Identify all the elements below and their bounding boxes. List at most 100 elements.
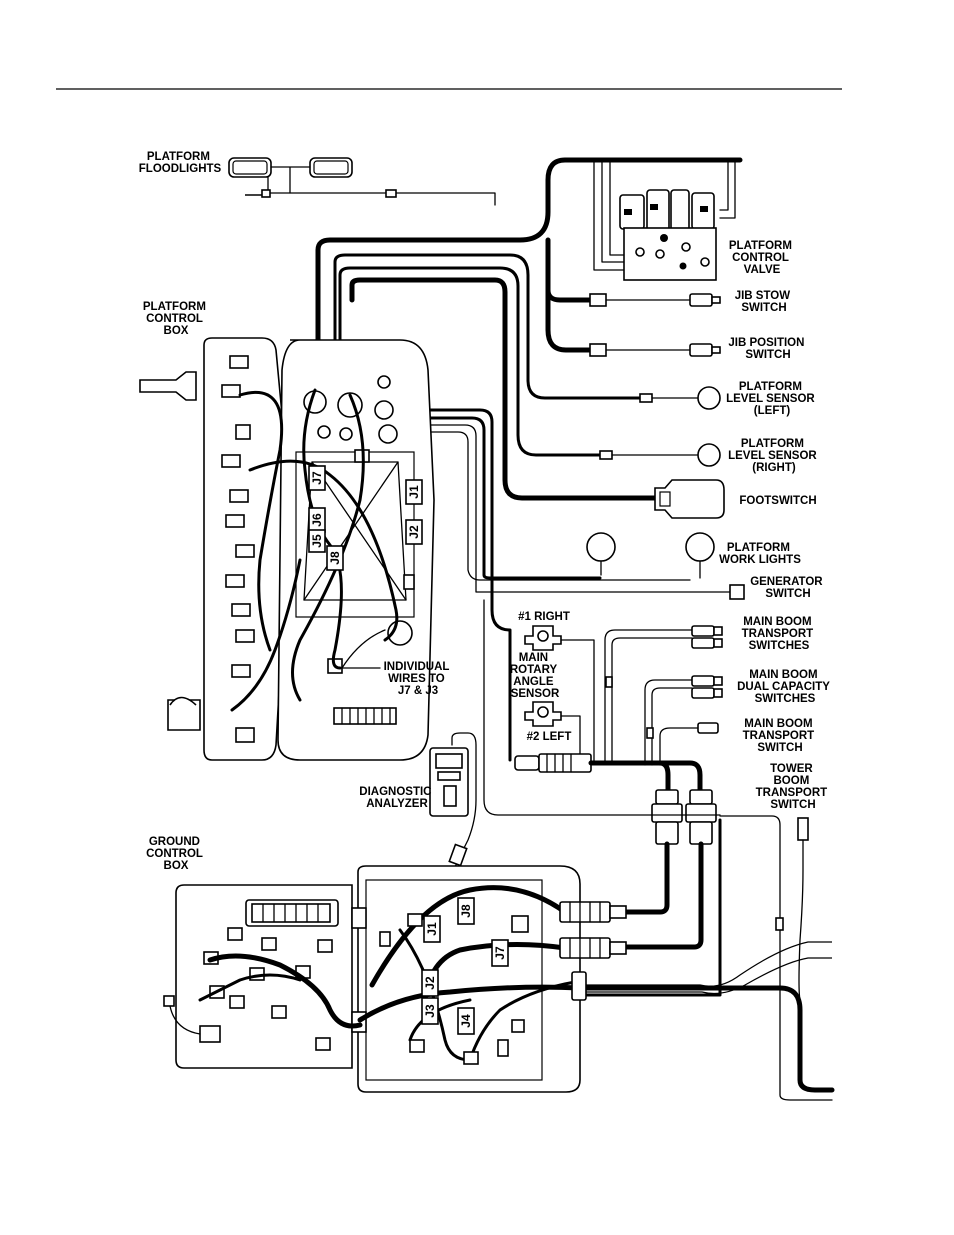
platform-control-box — [139, 337, 435, 761]
label-line: PLATFORM — [143, 301, 206, 313]
rotary-angle-sensors — [514, 625, 703, 793]
tower-boom-switch-device — [719, 815, 833, 1101]
label-main-boom-transport-switch: MAIN BOOM TRANSPORT SWITCH — [743, 718, 818, 754]
label-line: INDIVIDUAL — [384, 661, 450, 673]
label-line: TRANSPORT — [756, 787, 828, 799]
ground-control-box — [163, 865, 627, 1093]
generator-switch-device — [729, 584, 745, 600]
chassis-harness — [577, 818, 835, 1093]
label-line: SWITCH — [770, 799, 815, 811]
label-line: PLATFORM — [739, 381, 802, 393]
label-line: SWITCHES — [749, 640, 810, 652]
ground-connector-labels: J8 J1 J7 J2 J3 J4 — [421, 897, 509, 1035]
label-platform-control-box: PLATFORM CONTROL BOX — [143, 301, 209, 337]
ground-conn-label: J8 — [459, 904, 473, 918]
label-line: ROTARY — [510, 664, 558, 676]
label-platform-control-valve: PLATFORM CONTROL VALVE — [729, 240, 795, 276]
platform-connector-labels: J7 J6 J5 J8 J1 J2 — [308, 465, 423, 571]
label-individual-wires: INDIVIDUAL WIRES TO J7 & J3 — [384, 661, 453, 697]
label-tower-boom-transport-switch: TOWER BOOM TRANSPORT SWITCH — [756, 763, 831, 811]
level-sensors — [599, 386, 721, 467]
label-diagnostic-analyzer: DIAGNOSTIC ANALYZER — [359, 786, 434, 810]
label-footswitch: FOOTSWITCH — [739, 495, 816, 507]
label-ground-control-box: GROUND CONTROL BOX — [146, 836, 206, 872]
platform-main-harness — [315, 157, 743, 762]
label-line: J7 & J3 — [398, 685, 438, 697]
label-line: TRANSPORT — [743, 730, 815, 742]
label-line: DIAGNOSTIC — [359, 786, 431, 798]
label-line: BOX — [164, 860, 189, 872]
label-sensor-2-left: #2 LEFT — [527, 731, 572, 743]
ground-conn-label: J1 — [425, 922, 439, 936]
label-line: (LEFT) — [754, 405, 791, 417]
label-line: WIRES TO — [388, 673, 445, 685]
label-level-sensor-left: PLATFORM LEVEL SENSOR (LEFT) — [726, 381, 818, 417]
label-line: PLATFORM — [727, 542, 790, 554]
label-main-boom-dual-capacity: MAIN BOOM DUAL CAPACITY SWITCHES — [737, 669, 833, 705]
floodlights-assembly — [228, 157, 496, 206]
label-line: TRANSPORT — [742, 628, 814, 640]
jib-switches — [589, 293, 721, 357]
label-line: SWITCH — [765, 588, 810, 600]
platform-conn-label: J1 — [407, 485, 421, 499]
ground-conn-label: J4 — [459, 1014, 473, 1028]
label-line: PLATFORM — [729, 240, 792, 252]
callout-labels: PLATFORM FLOODLIGHTS PLATFORM CONTROL BO… — [139, 151, 833, 872]
bulkhead-connectors — [622, 789, 717, 950]
label-generator-switch: GENERATOR SWITCH — [750, 576, 826, 600]
label-line: BOOM — [774, 775, 810, 787]
platform-conn-label: J6 — [310, 513, 324, 527]
label-platform-work-lights: PLATFORM WORK LIGHTS — [719, 542, 801, 566]
label-line: ANALYZER — [366, 798, 428, 810]
label-line: JIB STOW — [735, 290, 791, 302]
label-line: PLATFORM — [147, 151, 210, 163]
label-level-sensor-right: PLATFORM LEVEL SENSOR (RIGHT) — [728, 438, 820, 474]
label-main-boom-transport-switches: MAIN BOOM TRANSPORT SWITCHES — [742, 616, 817, 652]
label-line: JIB POSITION — [728, 337, 804, 349]
label-line: SWITCHES — [755, 693, 816, 705]
platform-conn-label: J5 — [310, 534, 324, 548]
label-line: LEVEL SENSOR — [728, 450, 817, 462]
label-line: MAIN BOOM — [744, 718, 812, 730]
label-line: GENERATOR — [750, 576, 823, 588]
label-line: MAIN — [519, 652, 548, 664]
label-line: VALVE — [744, 264, 781, 276]
label-line: SWITCH — [745, 349, 790, 361]
diagnostic-analyzer-device: JLG — [429, 732, 477, 906]
label-line: TOWER — [770, 763, 813, 775]
label-line: FLOODLIGHTS — [139, 163, 222, 175]
work-lights — [586, 532, 715, 579]
label-line: BOX — [164, 325, 189, 337]
label-sensor-1-right: #1 RIGHT — [518, 611, 570, 623]
label-line: PLATFORM — [741, 438, 804, 450]
label-line: CONTROL — [146, 313, 203, 325]
label-line: ANGLE — [513, 676, 554, 688]
ground-conn-label: J2 — [423, 976, 437, 990]
label-line: WORK LIGHTS — [719, 554, 801, 566]
label-line: GROUND — [149, 836, 200, 848]
routing-wire — [483, 599, 721, 816]
main-boom-switches — [604, 625, 723, 766]
analyzer-logo: JLG — [437, 754, 460, 768]
label-line: (RIGHT) — [752, 462, 796, 474]
ground-conn-label: J7 — [493, 946, 507, 960]
label-line: MAIN BOOM — [743, 616, 811, 628]
label-line: DUAL CAPACITY — [737, 681, 830, 693]
platform-control-valve — [593, 159, 736, 281]
label-line: CONTROL — [146, 848, 203, 860]
footswitch-device — [654, 479, 725, 519]
label-line: CONTROL — [732, 252, 789, 264]
platform-conn-label: J2 — [407, 525, 421, 539]
label-line: SWITCH — [757, 742, 802, 754]
label-jib-stow-switch: JIB STOW SWITCH — [735, 290, 794, 314]
label-line: SWITCH — [741, 302, 786, 314]
label-main-rotary-angle-sensor: MAIN ROTARY ANGLE SENSOR — [510, 652, 560, 700]
label-platform-floodlights: PLATFORM FLOODLIGHTS — [139, 151, 222, 175]
platform-conn-label: J7 — [310, 471, 324, 485]
label-line: LEVEL SENSOR — [726, 393, 815, 405]
label-line: MAIN BOOM — [749, 669, 817, 681]
platform-conn-label: J8 — [328, 551, 342, 565]
label-line: SENSOR — [511, 688, 560, 700]
ground-conn-label: J3 — [423, 1004, 437, 1018]
